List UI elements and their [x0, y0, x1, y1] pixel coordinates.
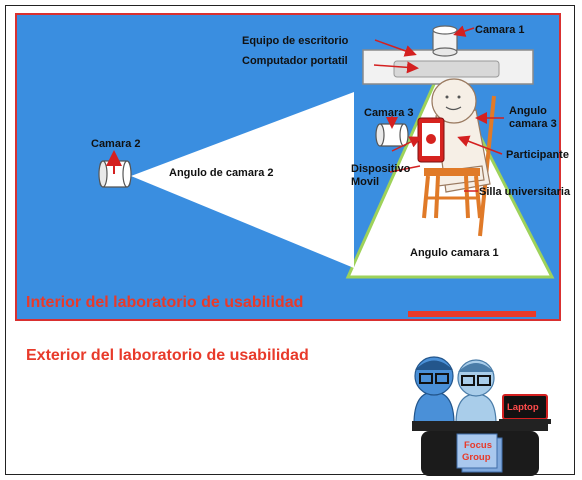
camera3-angle-label-line2: camara 3	[509, 118, 557, 130]
camera1-icon	[432, 25, 458, 57]
diagram-frame: Equipo de escritorio Computador portatil…	[5, 5, 575, 476]
camera2-view-cone	[131, 92, 354, 268]
chair-icon	[422, 168, 482, 219]
laptop-portatil-shape	[393, 60, 500, 78]
laptop-portatil-label: Computador portatil	[242, 55, 348, 67]
camera2-label: Camara 2	[91, 138, 141, 150]
focus-group-person-left	[413, 356, 455, 425]
chair-label: Silla universitaria	[479, 186, 571, 198]
camera2-icon	[98, 150, 132, 188]
camera1-label: Camara 1	[475, 24, 525, 36]
interior-title: Interior del laboratorio de usabilidad	[26, 294, 303, 311]
focus-table-top	[412, 421, 548, 431]
focus-group-label-line1: Focus	[464, 440, 492, 451]
camera2-angle-label: Angulo de camara 2	[169, 167, 274, 179]
focus-group-sheets-icon	[456, 433, 503, 473]
camera3-label: Camara 3	[364, 107, 414, 119]
interior-title-underline	[408, 311, 536, 317]
focus-group-person-right	[455, 359, 497, 425]
exterior-title: Exterior del laboratorio de usabilidad	[26, 347, 309, 364]
mobile-device-icon	[417, 117, 445, 163]
desktop-label: Equipo de escritorio	[242, 35, 349, 47]
participant-label: Participante	[506, 149, 569, 161]
laptop-badge-label: Laptop	[507, 402, 539, 413]
camera3-icon	[375, 123, 409, 147]
device-label-line2: Movil	[351, 176, 379, 188]
focus-group-label-line2: Group	[462, 452, 491, 463]
diagram-canvas: Equipo de escritorio Computador portatil…	[15, 13, 571, 476]
device-label-line1: Dispositivo	[351, 163, 411, 175]
camera3-angle-label-line1: Angulo	[509, 105, 547, 117]
camera1-angle-label: Angulo camara 1	[410, 247, 499, 259]
